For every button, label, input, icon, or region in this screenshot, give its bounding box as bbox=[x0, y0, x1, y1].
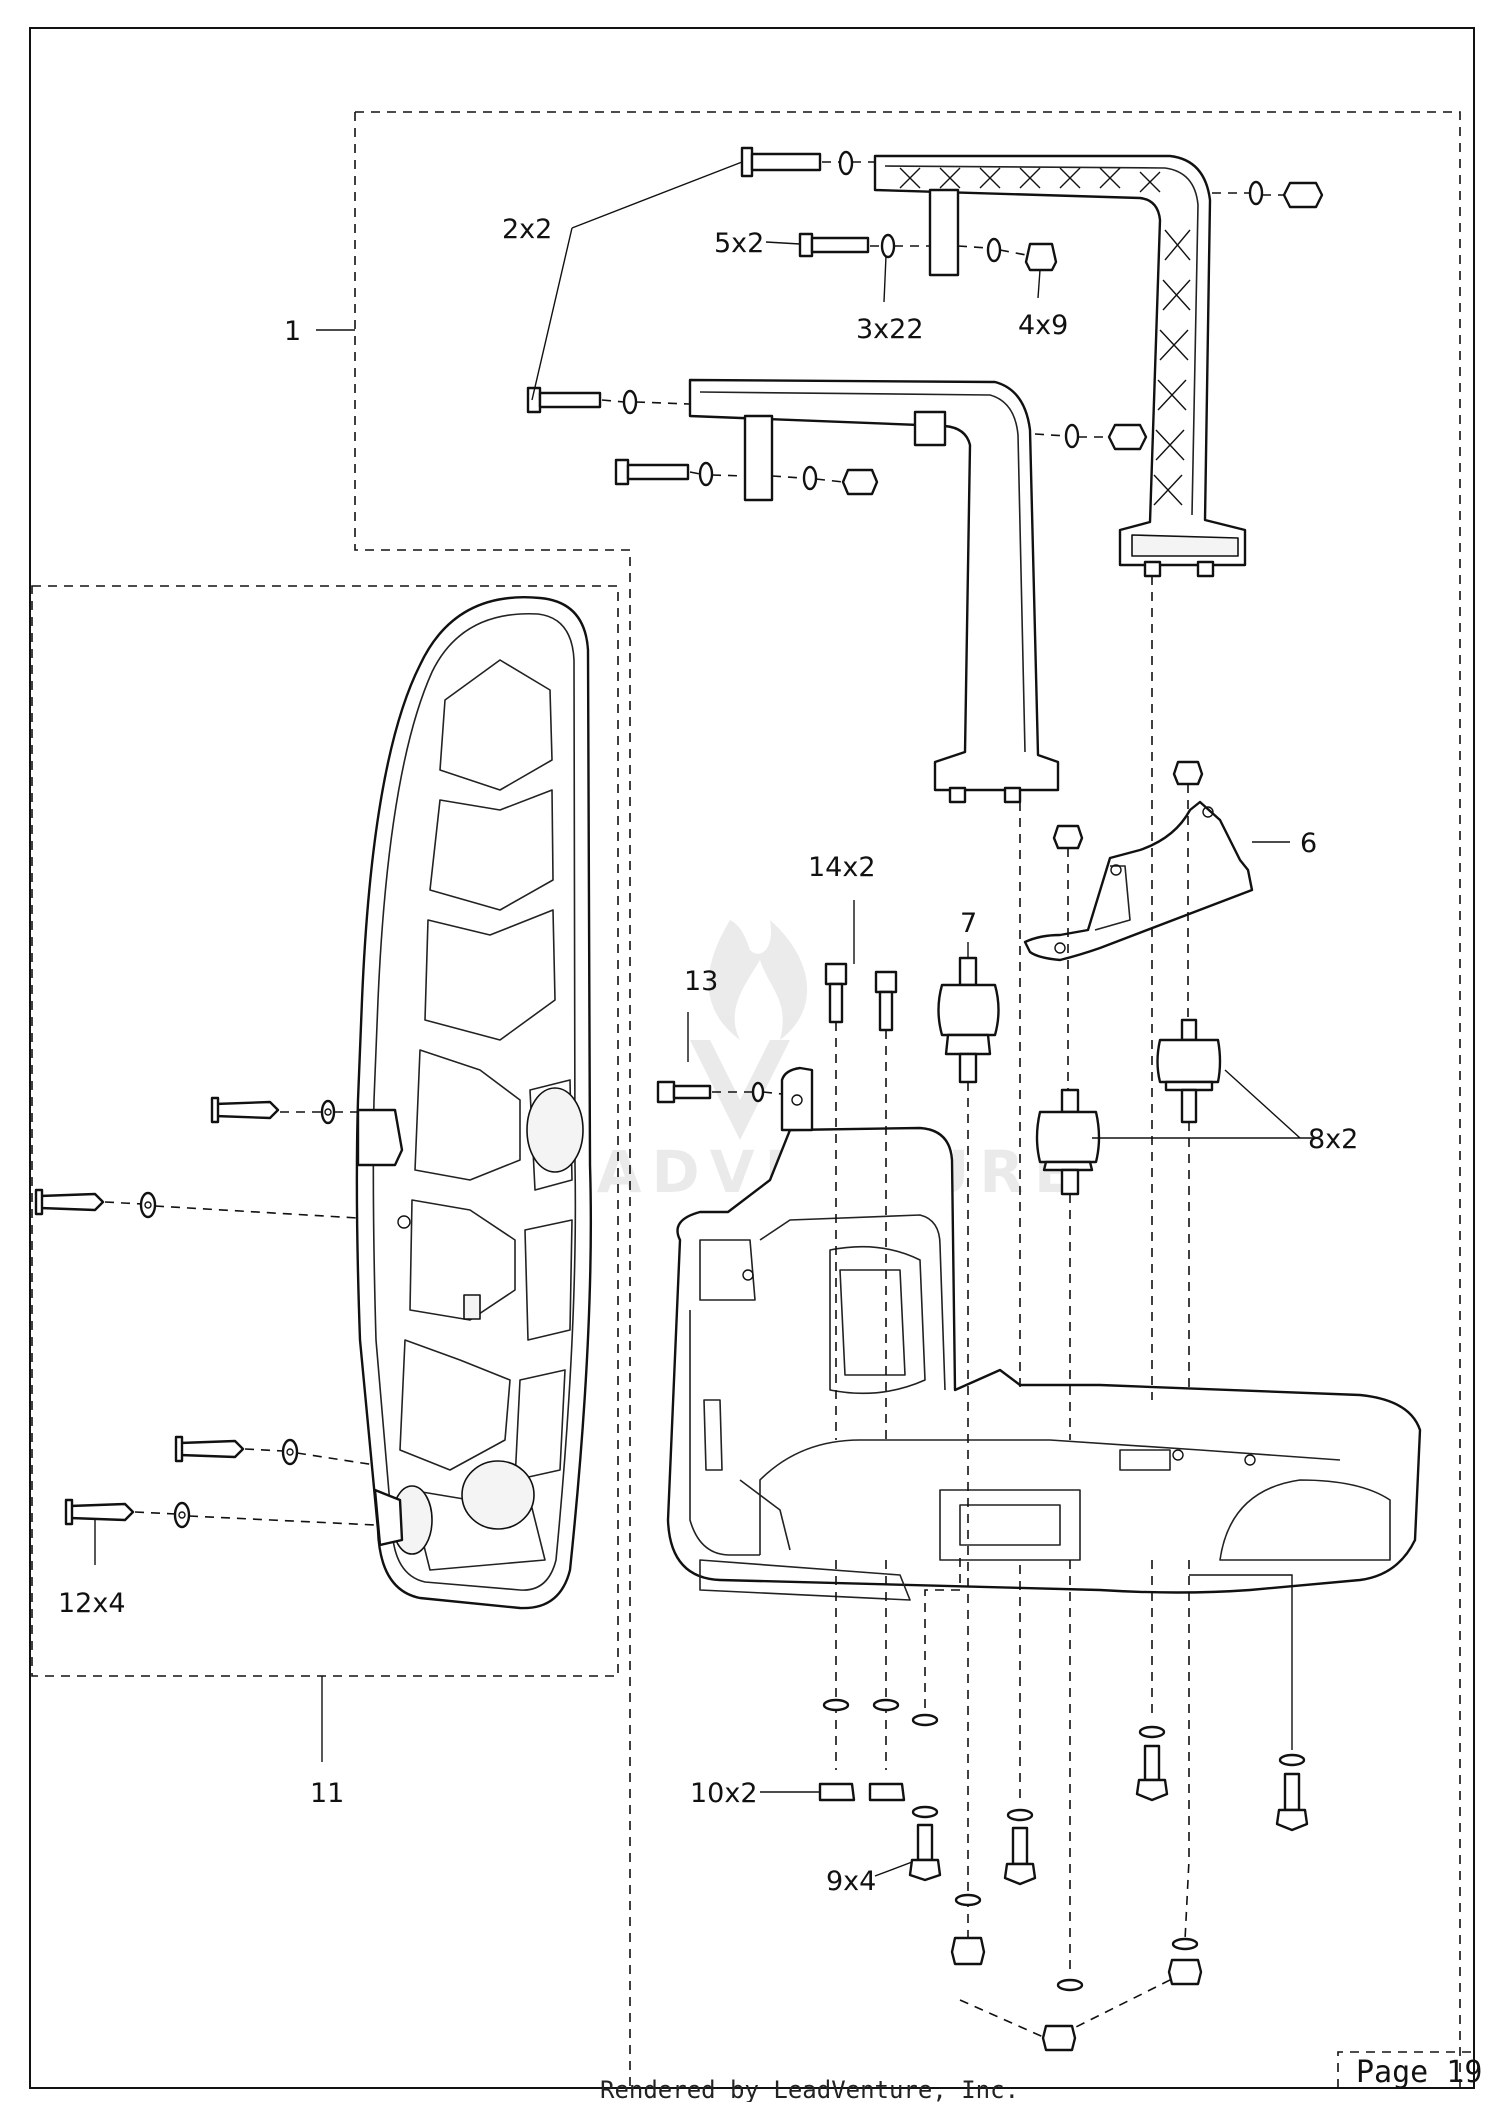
screw-12-set bbox=[34, 1096, 376, 1529]
page-border bbox=[29, 27, 1475, 2089]
rear-bracket bbox=[873, 154, 1247, 578]
watermark-logo bbox=[690, 920, 808, 1140]
callout-1: 1 bbox=[284, 316, 301, 347]
bracket-hardware bbox=[526, 146, 1324, 496]
bolts-14 bbox=[824, 962, 898, 1032]
screw-13 bbox=[656, 1080, 783, 1104]
callout-9: 9x4 bbox=[826, 1866, 876, 1897]
assembly-lines bbox=[835, 576, 1190, 2041]
page-label-box bbox=[1337, 2051, 1474, 2088]
seat-back-panel bbox=[355, 596, 593, 1610]
lower-hardware bbox=[818, 1574, 1309, 2052]
bracket-6 bbox=[1023, 800, 1254, 962]
callout-8: 8x2 bbox=[1308, 1124, 1358, 1155]
callout-2: 2x2 bbox=[502, 214, 552, 245]
callout-5: 5x2 bbox=[714, 228, 764, 259]
front-bracket bbox=[688, 378, 1060, 804]
callout-13: 13 bbox=[684, 966, 718, 997]
assembly-11-dashed-box bbox=[31, 585, 619, 1677]
page-label: Page 19 bbox=[1356, 2055, 1482, 2090]
callout-4: 4x9 bbox=[1018, 310, 1068, 341]
callout-3: 3x22 bbox=[856, 314, 924, 345]
leader-lines bbox=[94, 161, 1318, 1877]
callout-11: 11 bbox=[310, 1778, 344, 1809]
nut-top-1 bbox=[1172, 760, 1204, 786]
isolators bbox=[937, 956, 1222, 1196]
callout-14: 14x2 bbox=[808, 852, 876, 883]
callout-10: 10x2 bbox=[690, 1778, 758, 1809]
callout-12: 12x4 bbox=[58, 1588, 126, 1619]
callout-7: 7 bbox=[960, 908, 977, 939]
seat-base bbox=[666, 1066, 1422, 1601]
callout-6: 6 bbox=[1300, 828, 1317, 859]
footer-credit: Rendered by LeadVenture, Inc. bbox=[600, 2076, 1019, 2102]
assembly-1-dashed-box bbox=[354, 111, 1461, 2088]
nut-top-2 bbox=[1052, 824, 1084, 850]
